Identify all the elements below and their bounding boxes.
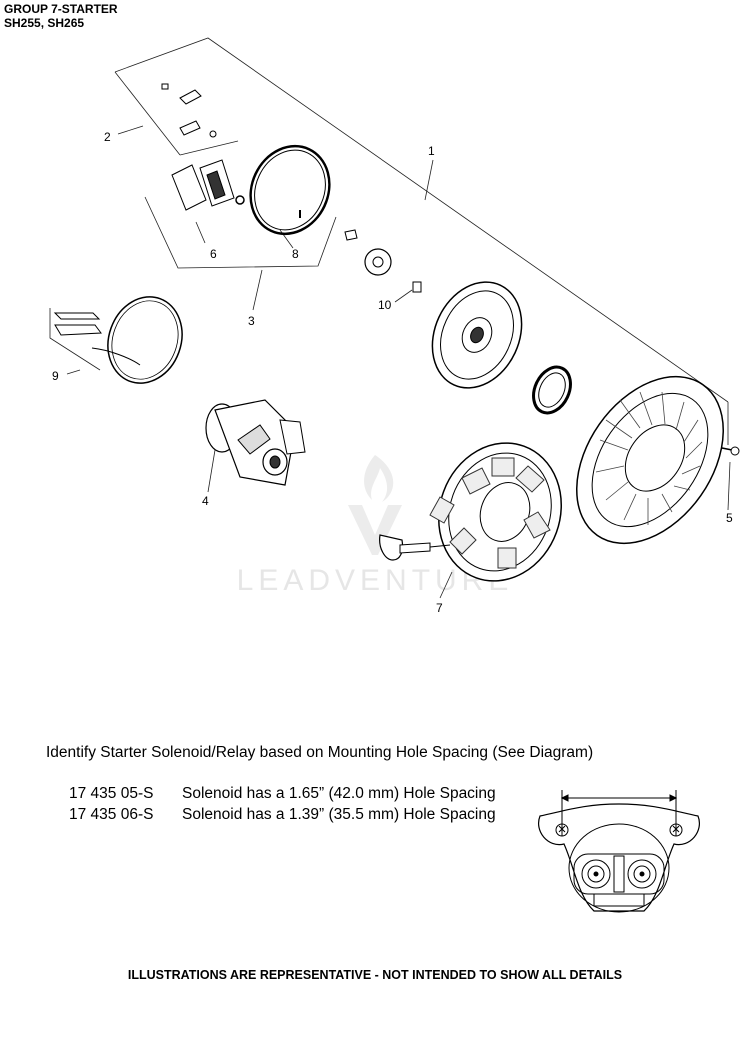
- callout-3: 3: [248, 314, 255, 328]
- housing-vanes: [429, 457, 551, 569]
- callout-8: 8: [292, 247, 299, 261]
- callout-5: 5: [726, 511, 733, 525]
- callout-10: 10: [378, 298, 392, 312]
- recoil-pull-handle: [379, 534, 451, 561]
- callout-7: 7: [436, 601, 443, 615]
- part-description: Solenoid has a 1.65” (42.0 mm) Hole Spac…: [182, 785, 496, 802]
- starter-rope-handle: [53, 296, 183, 384]
- starter-pawls: [171, 159, 235, 211]
- recoil-spring: [235, 144, 331, 236]
- watermark-logo-icon: [348, 455, 402, 555]
- solenoid-hole-spacing-diagram: [538, 790, 700, 913]
- mounting-screw: [721, 446, 740, 456]
- callout-9: 9: [52, 369, 59, 383]
- screen-ribs: [595, 391, 703, 525]
- starter-pulley: [431, 281, 523, 389]
- callout-1: 1: [428, 144, 435, 158]
- callout-labels: 1 2 3 4 5 6 7 8 9 10: [52, 130, 733, 615]
- disclaimer-footer: ILLUSTRATIONS ARE REPRESENTATIVE - NOT I…: [127, 968, 623, 982]
- bracket-lines: [49, 37, 729, 445]
- electric-starter-motor: [205, 399, 306, 486]
- model-list: SH255, SH265: [4, 16, 85, 30]
- part-description: Solenoid has a 1.39” (35.5 mm) Hole Spac…: [182, 806, 496, 823]
- exploded-parts-diagram: LEADVENTURE: [49, 37, 740, 615]
- callout-4: 4: [202, 494, 209, 508]
- callout-6: 6: [210, 247, 217, 261]
- solenoid-identify-heading: Identify Starter Solenoid/Relay based on…: [46, 744, 594, 761]
- pawl-spring-clips: [161, 83, 217, 138]
- callout-2: 2: [104, 130, 111, 144]
- retaining-ring: [532, 365, 572, 415]
- blower-screen: [576, 375, 724, 545]
- page-title: GROUP 7-STARTER: [4, 2, 118, 16]
- ratchet-hub: [344, 229, 422, 293]
- part-number: 17 435 05-S: [69, 785, 154, 802]
- part-number: 17 435 06-S: [69, 806, 154, 823]
